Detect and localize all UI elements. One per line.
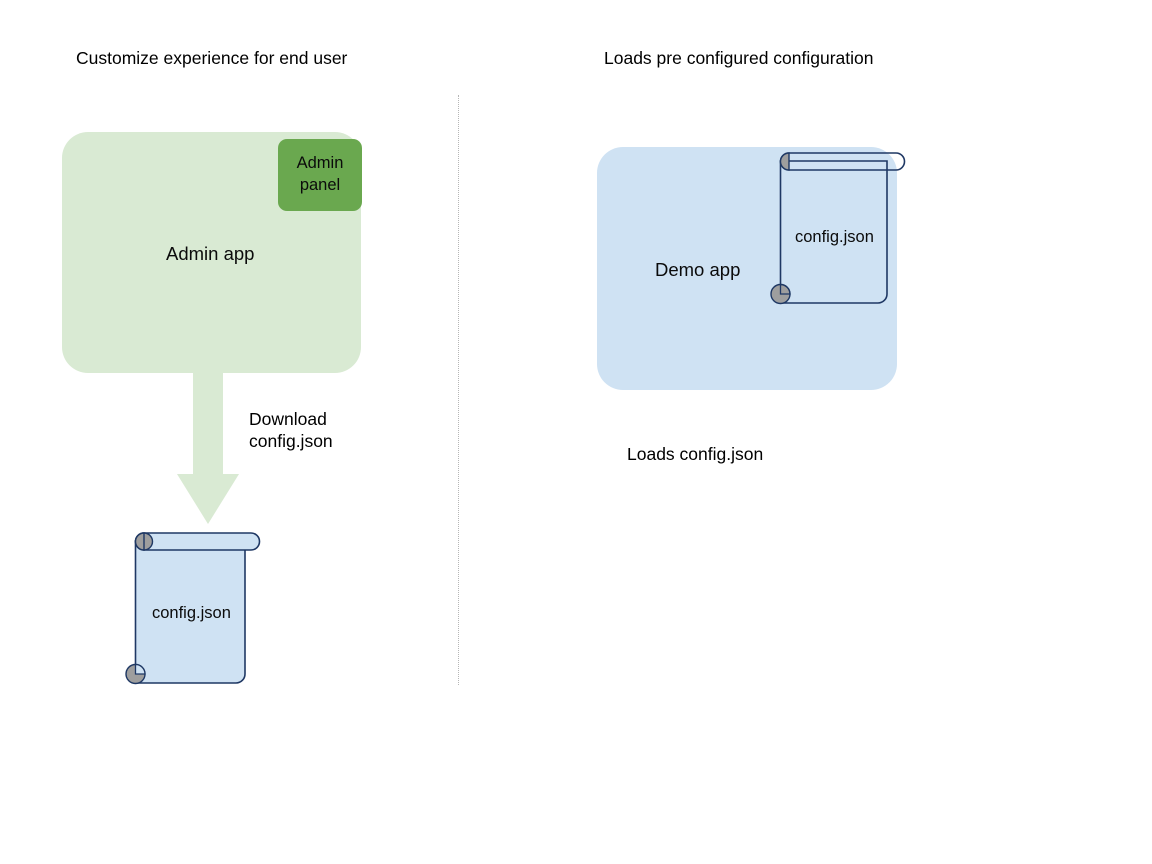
config-json-scroll-left-label: config.json [152, 604, 231, 622]
config-json-scroll-right-label: config.json [795, 228, 874, 246]
loads-config-caption: Loads config.json [627, 444, 764, 464]
right-section-title: Loads pre configured configuration [604, 48, 874, 68]
config-json-scroll-right [768, 150, 916, 312]
left-section-title: Customize experience for end user [76, 48, 348, 68]
admin-panel-chip-label: Admin panel [296, 154, 344, 194]
column-divider [458, 95, 459, 685]
download-arrow-icon [176, 366, 240, 528]
download-arrow-label: Download config.json [249, 409, 333, 452]
demo-app-box [597, 147, 897, 390]
admin-panel-chip[interactable]: Admin panel [278, 139, 362, 211]
config-json-scroll-left [120, 528, 270, 693]
admin-app-label: Admin app [166, 243, 255, 264]
demo-app-label: Demo app [655, 259, 741, 280]
